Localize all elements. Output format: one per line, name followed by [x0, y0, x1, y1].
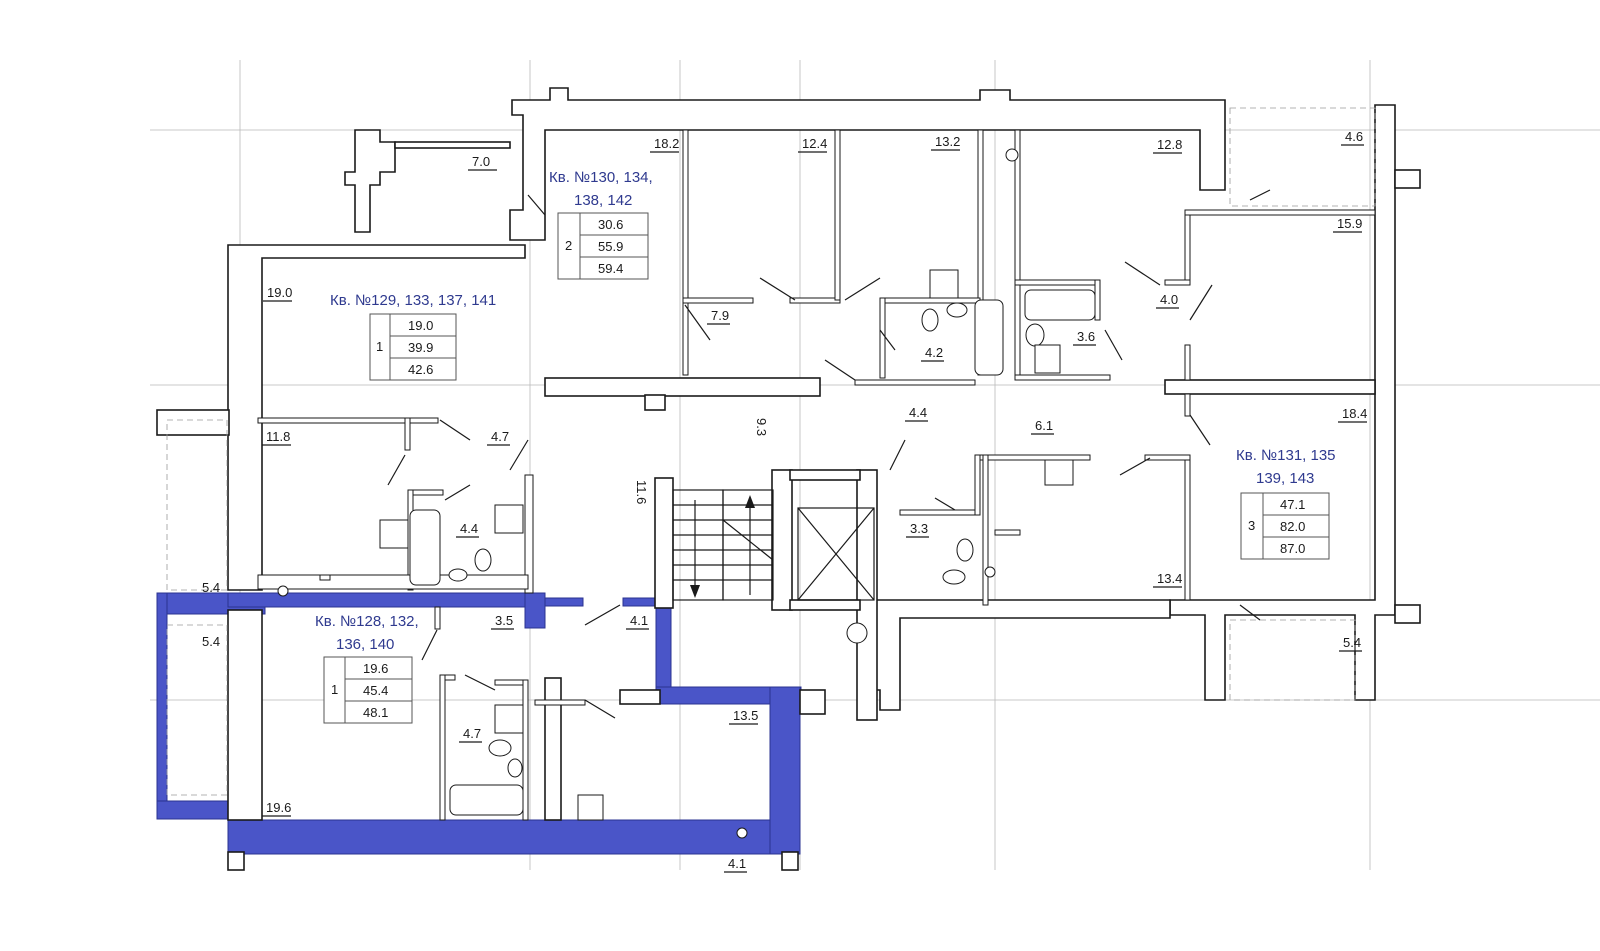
room-area: 4.4: [460, 521, 478, 536]
cabinet-1: [494, 504, 524, 534]
full-area: 59.4: [598, 261, 623, 276]
gas-meter-4: [736, 827, 748, 839]
room-area: 5.4: [202, 580, 220, 595]
room-count: 1: [376, 339, 383, 354]
room-count: 2: [565, 238, 572, 253]
apartment-info: Кв. №130, 134, 138, 142 2 30.6 55.9 59.4…: [315, 169, 1336, 724]
toilet-3: [956, 538, 974, 562]
bathtub-3: [1024, 289, 1096, 321]
room-area: 4.1: [728, 856, 746, 871]
apartment-title: Кв. №131, 135: [1236, 447, 1336, 464]
staircase: [672, 489, 774, 601]
toilet-1: [474, 548, 492, 572]
living-area: 19.6: [363, 661, 388, 676]
area-table: 2 30.6 55.9 59.4: [557, 212, 649, 280]
sink-2: [946, 302, 968, 318]
room-area: 4.7: [491, 429, 509, 444]
room-area: 13.2: [935, 134, 960, 149]
room-count: 1: [331, 682, 338, 697]
room-area: 13.5: [733, 708, 758, 723]
apartment-title: Кв. №129, 133, 137, 141: [330, 292, 496, 309]
room-area: 3.6: [1077, 329, 1095, 344]
bathtub-2: [974, 299, 1004, 376]
toilet-5: [942, 569, 966, 585]
stove-4: [577, 794, 604, 821]
partitions: [257, 129, 1376, 821]
room-area: 4.0: [1160, 292, 1178, 307]
apartment-title: Кв. №128, 132,: [315, 613, 419, 630]
sink-3: [1025, 323, 1045, 347]
gas-meter-1: [1005, 148, 1019, 162]
apartment-title: 139, 143: [1256, 470, 1314, 487]
sink-4: [507, 758, 523, 778]
door-swings: [387, 189, 1271, 719]
walls: [156, 87, 1421, 871]
total-area: 82.0: [1280, 519, 1305, 534]
room-area: 3.5: [495, 613, 513, 628]
living-area: 47.1: [1280, 497, 1305, 512]
room-area: 9.3: [754, 418, 769, 436]
bathtub-4: [449, 784, 524, 816]
full-area: 87.0: [1280, 541, 1305, 556]
room-area: 4.4: [909, 405, 927, 420]
room-area-labels: 7.0 18.2 12.4 13.2 12.8 4.6 15.9 19.0 7.…: [202, 129, 1367, 871]
area-table: 1 19.6 45.4 48.1: [323, 656, 413, 724]
full-area: 42.6: [408, 362, 433, 377]
label-underlines: [262, 144, 1367, 873]
room-area: 19.0: [267, 285, 292, 300]
room-area: 15.9: [1337, 216, 1362, 231]
cabinet-3: [494, 704, 524, 734]
apartment-title: 138, 142: [574, 192, 632, 209]
highlighted-apartment-outline: [156, 592, 802, 855]
gas-meter-3: [984, 566, 996, 578]
room-area: 11.6: [634, 480, 649, 504]
room-area: 18.4: [1342, 406, 1367, 421]
fixtures: [277, 148, 1096, 839]
room-area: 3.3: [910, 521, 928, 536]
stove-1: [379, 519, 409, 549]
toilet-2: [921, 308, 939, 332]
room-area: 12.8: [1157, 137, 1182, 152]
full-area: 48.1: [363, 705, 388, 720]
living-area: 30.6: [598, 217, 623, 232]
room-area: 13.4: [1157, 571, 1182, 586]
room-area: 7.0: [472, 154, 490, 169]
total-area: 45.4: [363, 683, 388, 698]
balconies: [166, 107, 1376, 796]
room-area: 4.2: [925, 345, 943, 360]
room-area: 4.6: [1345, 129, 1363, 144]
sink-1: [448, 568, 468, 582]
room-count: 3: [1248, 518, 1255, 533]
room-area: 5.4: [202, 634, 220, 649]
total-area: 55.9: [598, 239, 623, 254]
area-table: 3 47.1 82.0 87.0: [1240, 492, 1330, 560]
room-area: 4.7: [463, 726, 481, 741]
area-table: 1 19.0 39.9 42.6: [369, 313, 457, 381]
chute: [846, 622, 868, 644]
living-area: 19.0: [408, 318, 433, 333]
room-area: 4.1: [630, 613, 648, 628]
room-area: 11.8: [266, 429, 290, 444]
apartment-title: Кв. №130, 134,: [549, 169, 653, 186]
cabinet-2: [1034, 344, 1061, 374]
stove-3: [1044, 459, 1074, 486]
bathtub-1: [409, 509, 441, 586]
room-area: 12.4: [802, 136, 827, 151]
room-area: 19.6: [266, 800, 291, 815]
total-area: 39.9: [408, 340, 433, 355]
apartment-title: 136, 140: [336, 636, 394, 653]
toilet-4: [488, 739, 512, 757]
room-area: 7.9: [711, 308, 729, 323]
room-area: 5.4: [1343, 635, 1361, 650]
gas-meter-2: [277, 585, 289, 597]
room-area: 18.2: [654, 136, 679, 151]
room-area: 6.1: [1035, 418, 1053, 433]
stove-2: [929, 269, 959, 299]
